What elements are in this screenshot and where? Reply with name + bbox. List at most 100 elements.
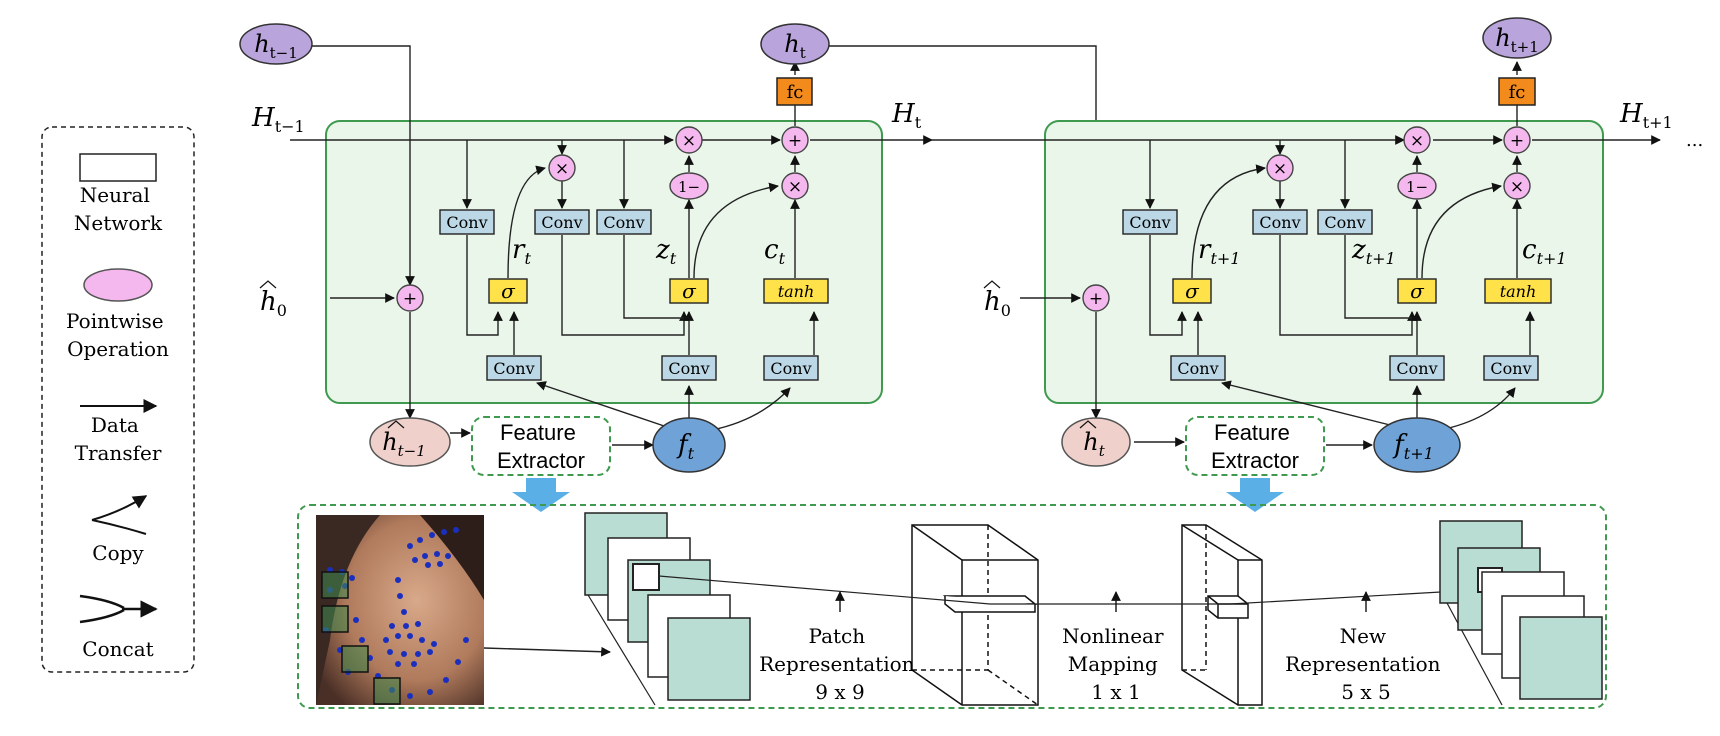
legend-neural-network-icon xyxy=(79,153,157,182)
legend-copy-label: Copy xyxy=(92,541,144,565)
cell-1-H-out-label: Ht xyxy=(891,99,922,132)
new-representation-label: New Representation 5 x 5 xyxy=(1285,624,1447,704)
cell-2-conv-input-update xyxy=(1389,355,1445,381)
cell-1-r-label: rt xyxy=(512,235,531,268)
cell-2-hhat-node xyxy=(1061,417,1131,467)
cell-1-times-top-label: × xyxy=(682,131,696,151)
cell-1-c-label: ct xyxy=(764,235,786,268)
cell-2-plus-top xyxy=(1503,126,1531,154)
cell-1-hhat-hat xyxy=(387,420,405,429)
cell-1-sigma-reset-label: σ xyxy=(501,279,516,303)
cell-2-conv-hidden-reset xyxy=(1122,209,1178,235)
image-to-patch-arrow xyxy=(483,646,611,657)
legend-data-transfer-label: Data Transfer xyxy=(75,413,162,465)
cell-2-sigma-update-label: σ xyxy=(1410,279,1425,303)
gru-cell-1: ht−1 ht fc Ht−1 Ht × + × 1− × + xyxy=(239,23,933,512)
mapping-cube-1 xyxy=(911,524,1039,706)
cell-1-wires xyxy=(290,45,933,450)
cell-2-plus-top-label: + xyxy=(1510,131,1524,151)
cell-1-plus-input xyxy=(396,284,424,312)
cell-1-conv-label: Conv xyxy=(668,359,709,378)
cell-1-sigma-update-label: σ xyxy=(682,279,697,303)
cell-1-pointwise-ops xyxy=(396,126,809,312)
cell-2-sigma-reset xyxy=(1172,278,1212,304)
patch-representation-stack xyxy=(584,512,751,706)
cell-1-conv-label: Conv xyxy=(446,213,487,232)
cell-2-h0-hat xyxy=(983,280,1001,289)
legend: Neural Network Pointwise Operation Data … xyxy=(41,126,195,673)
cell-2-one-minus xyxy=(1397,172,1437,200)
cell-2-tanh-label: tanh xyxy=(1500,282,1537,301)
cell-2-hhat-label: ht xyxy=(1083,428,1105,460)
cell-1-h-prev-label: ht−1 xyxy=(254,30,298,62)
cell-1-times-reset xyxy=(548,154,576,182)
cell-2-h-out-node xyxy=(1482,17,1552,59)
cell-1-h0-label: h0 xyxy=(260,287,287,320)
cell-2-sigma-reset-label: σ xyxy=(1185,279,1200,303)
cell-2-plus-input xyxy=(1082,284,1110,312)
cell-1-H-in-label: Ht−1 xyxy=(251,103,305,136)
cell-2-one-minus-label: 1− xyxy=(1406,178,1428,196)
gru-cell-2: ht+1 fc Ht+1 ... × + × 1− × + xyxy=(932,17,1703,512)
cell-1-sigma-update xyxy=(669,278,709,304)
cell-2-feature-extractor xyxy=(1185,416,1325,476)
cell-2-fc-label: fc xyxy=(1509,82,1526,103)
legend-pointwise-icon xyxy=(83,268,153,302)
cell-1-conv-hidden-update xyxy=(596,209,652,235)
face-landmark-image xyxy=(316,515,484,705)
legend-concat-label: Concat xyxy=(82,637,153,661)
cell-1-conv-boxes xyxy=(439,209,819,381)
cell-2-conv-label: Conv xyxy=(1177,359,1218,378)
cell-1-hhat-node xyxy=(369,417,451,467)
cell-1-plus-top-label: + xyxy=(788,131,802,151)
legend-pointwise-label: Pointwise Operation xyxy=(66,309,170,361)
cell-1-conv-label: Conv xyxy=(770,359,811,378)
cell-1-z-label: zt xyxy=(655,235,677,268)
cell-1-down-arrow xyxy=(512,478,570,512)
cell-2-c-label: ct+1 xyxy=(1522,235,1567,268)
cell-1-tanh xyxy=(763,278,829,304)
cell-2-times-top xyxy=(1403,126,1431,154)
cell-2-sigma-update xyxy=(1397,278,1437,304)
cell-1-h-out-node xyxy=(760,23,830,65)
cell-2-times-candidate-label: × xyxy=(1510,177,1524,197)
nonlinear-mapping-label: Nonlinear Mapping 1 x 1 xyxy=(1062,624,1170,704)
cell-1-hhat-label: ht−1 xyxy=(382,428,426,460)
cell-2-times-reset xyxy=(1266,154,1294,182)
cell-1-times-reset-label: × xyxy=(555,159,569,179)
legend-concat-icon xyxy=(79,594,158,624)
cell-2-f-label: ft+1 xyxy=(1392,430,1434,463)
cell-2-conv-input-reset xyxy=(1170,355,1226,381)
cell-2-conv-input-candidate xyxy=(1483,355,1539,381)
cell-1-h-prev-node xyxy=(239,23,313,65)
feature-extractor-detail-frame xyxy=(297,504,1607,709)
mapping-cube-2 xyxy=(1181,524,1263,706)
cell-2-times-reset-label: × xyxy=(1273,159,1287,179)
cell-1-plus-top xyxy=(781,126,809,154)
cell-2-times-candidate xyxy=(1503,172,1531,200)
cell-2-ellipsis: ... xyxy=(1686,130,1703,151)
cell-1-conv-input-candidate xyxy=(763,355,819,381)
patch-representation-label: Patch Representation 9 x 9 xyxy=(759,624,921,704)
cell-2-h0-label: h0 xyxy=(984,287,1011,320)
legend-copy-icon xyxy=(91,495,148,535)
cell-2-times-top-label: × xyxy=(1410,131,1424,151)
cell-1-tanh-label: tanh xyxy=(778,282,815,301)
cell-1-conv-label: Conv xyxy=(493,359,534,378)
cell-2-plus-input-label: + xyxy=(1089,289,1103,309)
legend-neural-network-label: Neural Network xyxy=(74,183,163,235)
cell-1-fc-box xyxy=(776,77,813,106)
cell-1-one-minus-label: 1− xyxy=(678,178,700,196)
cell-1-conv-label: Conv xyxy=(541,213,582,232)
cell-1-times-top xyxy=(675,126,703,154)
feature-extractor-detail: Patch Representation 9 x 9 Nonlinear Map… xyxy=(297,504,1607,709)
cell-2-r-label: rt+1 xyxy=(1198,235,1240,268)
cell-2-z-label: zt+1 xyxy=(1351,235,1396,268)
cell-1-conv-hidden-candidate xyxy=(534,209,590,235)
cell-1-plus-input-label: + xyxy=(403,289,417,309)
cell-1-h0-hat xyxy=(259,280,277,289)
cell-2-feature-extractor-label: Feature Extractor xyxy=(1211,420,1299,473)
cell-1-one-minus xyxy=(669,172,709,200)
cell-2-conv-label: Conv xyxy=(1259,213,1300,232)
